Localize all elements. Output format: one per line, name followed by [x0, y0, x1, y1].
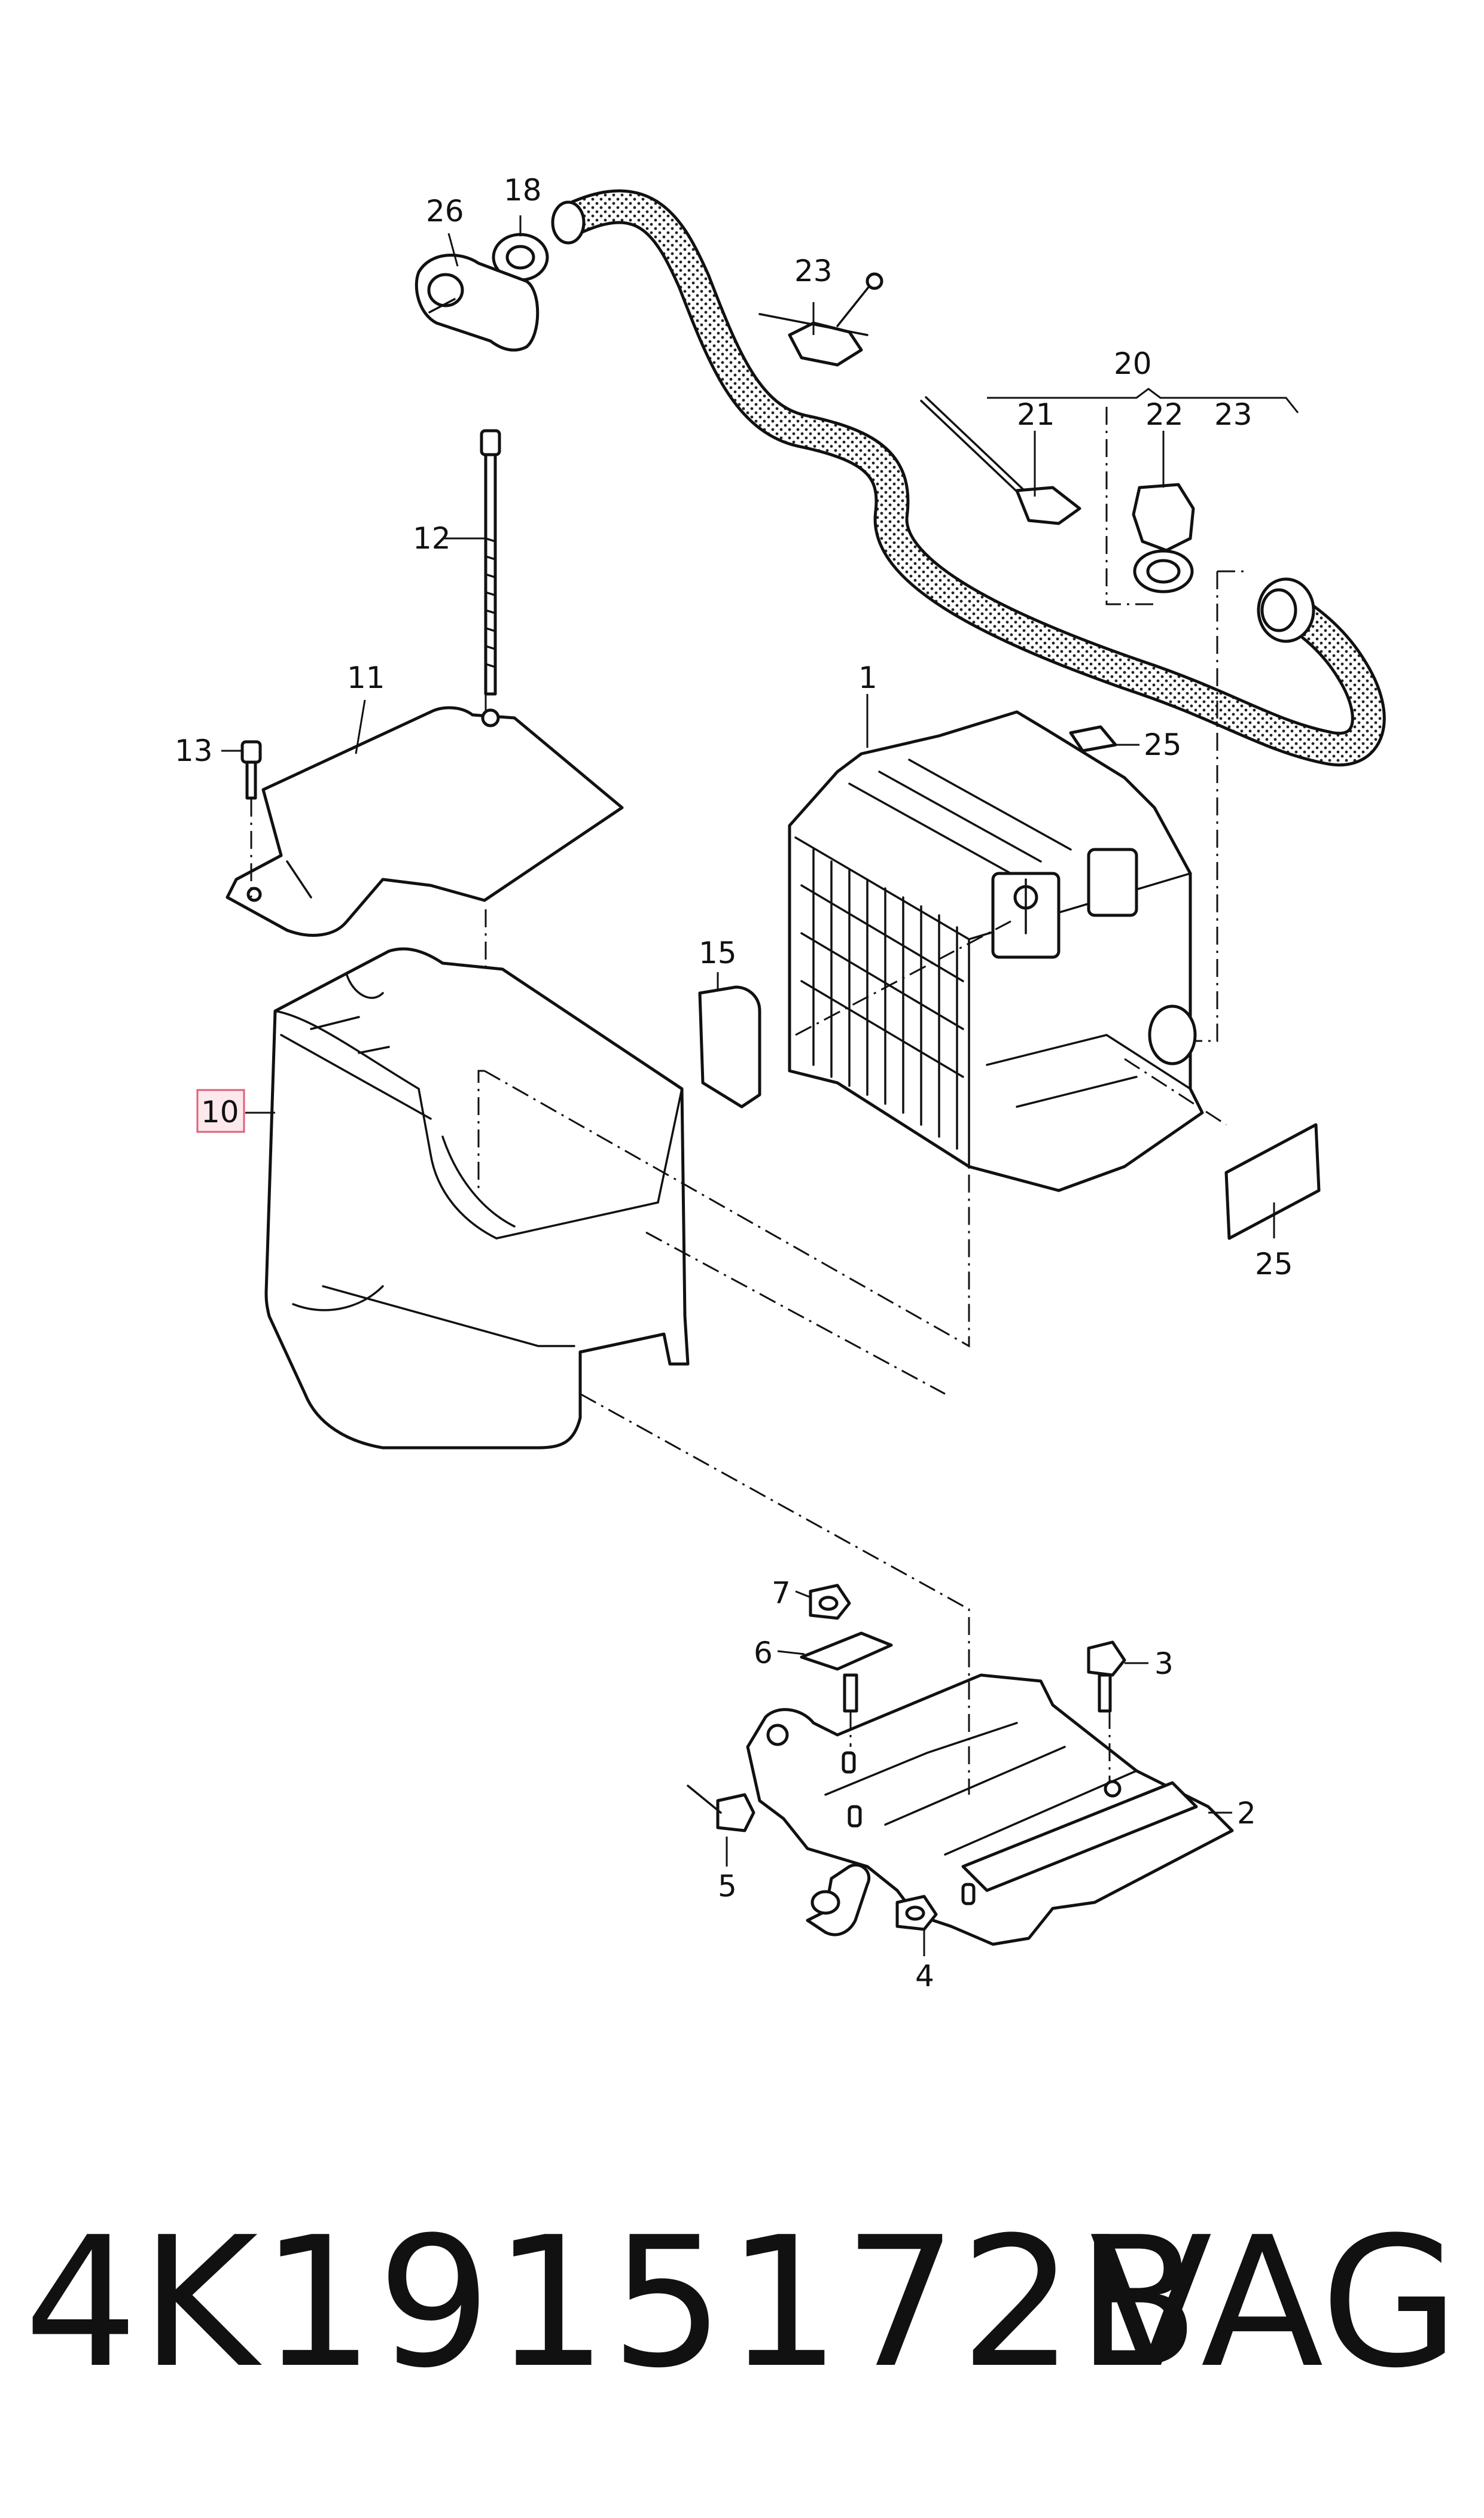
callout-3[interactable]: 3 — [1154, 1646, 1174, 1681]
callout-10-box — [196, 1089, 245, 1133]
callout-25-top[interactable]: 25 — [1144, 727, 1182, 762]
callout-4[interactable]: 4 — [915, 1959, 934, 1993]
battery-part-1 — [788, 710, 1204, 1192]
callout-22[interactable]: 22 — [1145, 397, 1184, 432]
bolt-part-13 — [240, 740, 262, 800]
callout-23-right[interactable]: 23 — [1214, 397, 1253, 432]
part-number: 4K1915172B — [24, 2199, 1202, 2407]
callout-21[interactable]: 21 — [1017, 397, 1055, 432]
vent-hose — [551, 189, 1386, 767]
nut-part-7 — [809, 1584, 851, 1620]
leader-lines — [221, 215, 1299, 1956]
base-plate-part-2 — [746, 1673, 1234, 1946]
callout-10[interactable]: 10 — [201, 1095, 239, 1129]
callout-23-top[interactable]: 23 — [794, 254, 833, 288]
callout-2[interactable]: 2 — [1237, 1796, 1256, 1831]
bolt-part-12 — [480, 429, 501, 696]
callout-13[interactable]: 13 — [175, 733, 213, 768]
callout-12[interactable]: 12 — [413, 521, 451, 556]
label-part-25-side — [1224, 1123, 1321, 1240]
holder-part-26 — [415, 254, 540, 352]
cable-tie-part-21 — [920, 396, 1081, 525]
bracket-part-6 — [800, 1631, 893, 1713]
clip-part-22 — [1132, 483, 1195, 593]
callout-5[interactable]: 5 — [718, 1869, 737, 1904]
brand-name: VAG — [1089, 2199, 1459, 2407]
callout-7[interactable]: 7 — [772, 1576, 791, 1610]
parts-diagram: 18 26 23 20 21 22 23 12 11 1 13 25 15 25… — [175, 173, 1386, 1993]
caption: 4K1915172B VAG — [24, 2190, 1459, 2417]
cover-plate-part-11 — [226, 706, 624, 937]
assembly-lines — [250, 407, 1247, 1795]
callout-20[interactable]: 20 — [1114, 346, 1152, 381]
pad-part-15 — [698, 985, 761, 1109]
callout-1[interactable]: 1 — [858, 660, 877, 695]
callout-18[interactable]: 18 — [504, 173, 542, 208]
callout-10-highlight[interactable]: 10 — [196, 1089, 245, 1133]
callouts: 18 26 23 20 21 22 23 12 11 1 13 25 15 25… — [175, 173, 1293, 1993]
callout-25-side[interactable]: 25 — [1255, 1247, 1293, 1281]
nut-part-4 — [895, 1895, 938, 1931]
callout-6[interactable]: 6 — [754, 1636, 773, 1670]
callout-26[interactable]: 26 — [426, 194, 464, 229]
callout-15[interactable]: 15 — [699, 936, 737, 970]
callout-11[interactable]: 11 — [347, 660, 385, 695]
battery-tray-part-10 — [264, 947, 690, 1450]
bolt-part-3 — [1087, 1640, 1126, 1713]
bolt-part-5 — [687, 1785, 755, 1832]
